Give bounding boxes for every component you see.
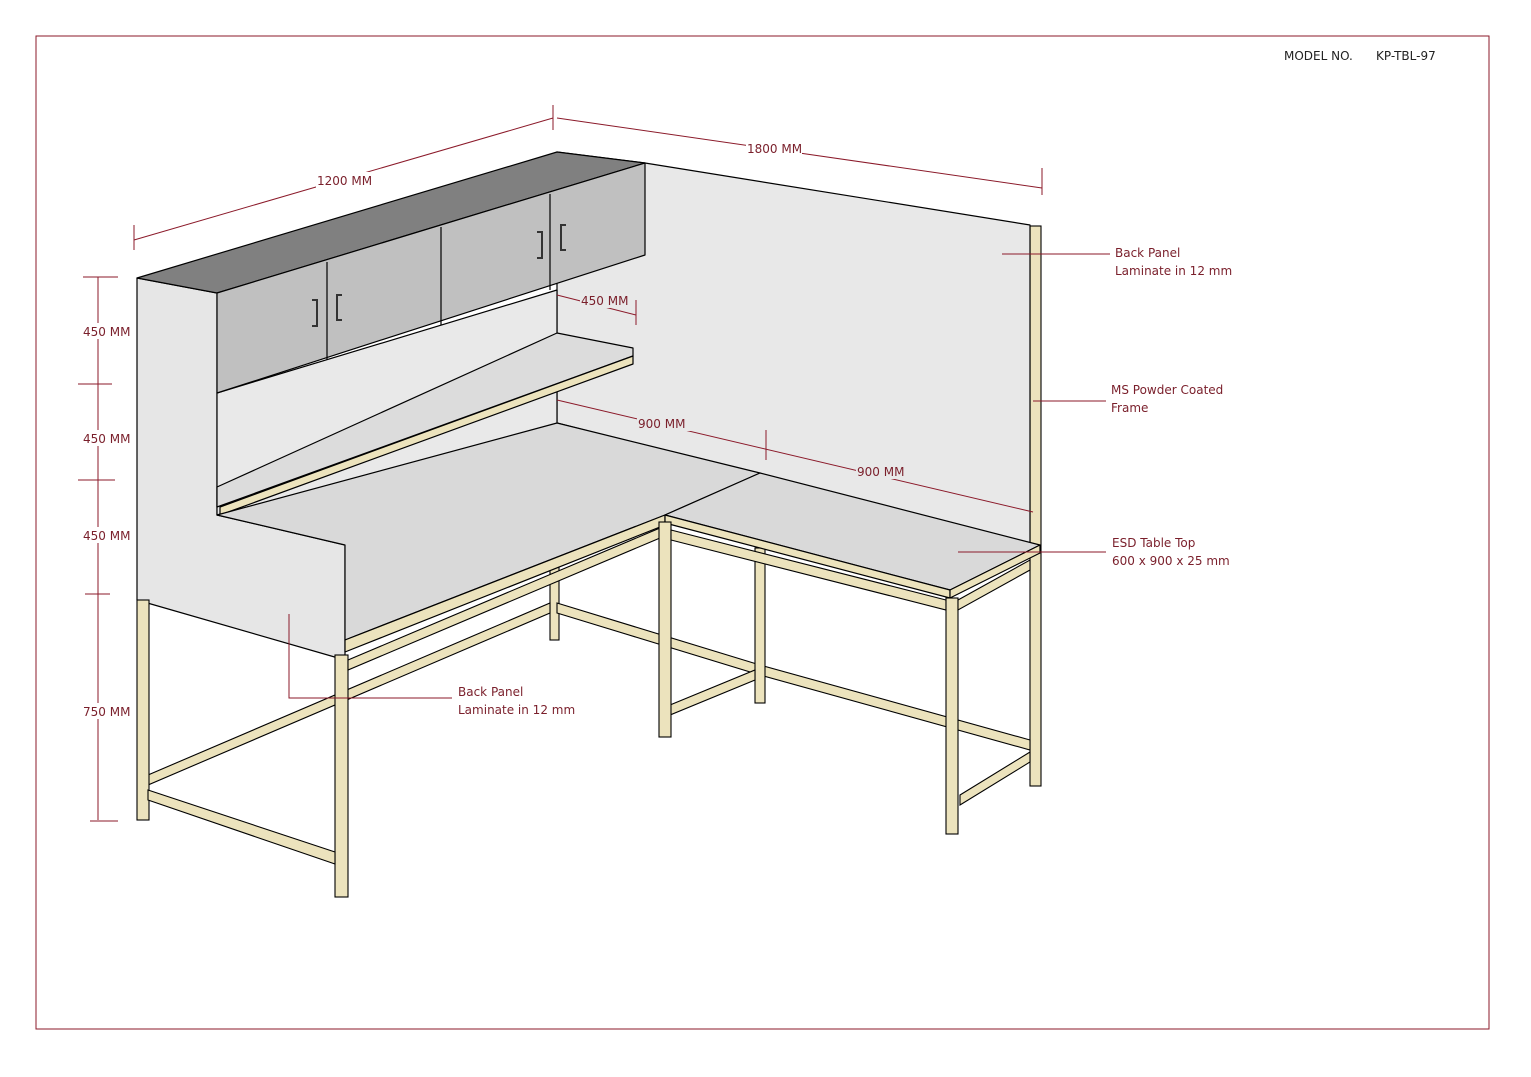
model-value: KP-TBL-97: [1376, 49, 1436, 63]
handle-icon: [537, 231, 543, 259]
callout-frame: MS Powder Coated Frame: [1111, 383, 1223, 415]
callout-back-panel-right: Back Panel Laminate in 12 mm: [1115, 246, 1232, 278]
drawing-border: [35, 35, 1490, 1030]
callout-text: MS Powder Coated: [1111, 383, 1223, 397]
callout-text: Laminate in 12 mm: [1115, 264, 1232, 278]
dim-900-a: 900 MM: [638, 417, 685, 431]
dim-height-panel: 450 MM: [83, 529, 130, 543]
frame-rear-right-post: [1029, 225, 1042, 787]
dim-height-cabinet: 450 MM: [83, 325, 130, 339]
callout-text: 600 x 900 x 25 mm: [1112, 554, 1230, 568]
shelf: [216, 332, 634, 516]
callout-text: Back Panel: [1115, 246, 1180, 260]
callout-text: Laminate in 12 mm: [458, 703, 575, 717]
frame-rear: [147, 424, 1031, 806]
model-number: MODEL NO. KP-TBL-97: [1284, 49, 1436, 63]
callout-text: Frame: [1111, 401, 1148, 415]
cabinet-front: [216, 162, 646, 394]
handle-icon: [312, 299, 318, 327]
model-label: MODEL NO.: [1284, 49, 1353, 63]
handle-icon: [336, 294, 342, 321]
callout-table-top: ESD Table Top 600 x 900 x 25 mm: [1112, 536, 1230, 568]
handle-icon: [560, 224, 566, 251]
dim-shelf-450: 450 MM: [581, 294, 628, 308]
cabinet-door-dividers: [326, 194, 551, 360]
dim-1800: 1800 MM: [747, 142, 802, 156]
frame-front: [136, 521, 1031, 898]
callout-back-panel-left: Back Panel Laminate in 12 mm: [458, 685, 575, 717]
dim-900-b: 900 MM: [857, 465, 904, 479]
door-handles: [312, 224, 566, 327]
dim-1200: 1200 MM: [317, 174, 372, 188]
dim-height-open: 450 MM: [83, 432, 130, 446]
dim-height-table: 750 MM: [83, 705, 130, 719]
callout-text: Back Panel: [458, 685, 523, 699]
height-dimensions: 450 MM 450 MM 450 MM 750 MM: [82, 323, 134, 719]
callout-text: ESD Table Top: [1112, 536, 1195, 550]
